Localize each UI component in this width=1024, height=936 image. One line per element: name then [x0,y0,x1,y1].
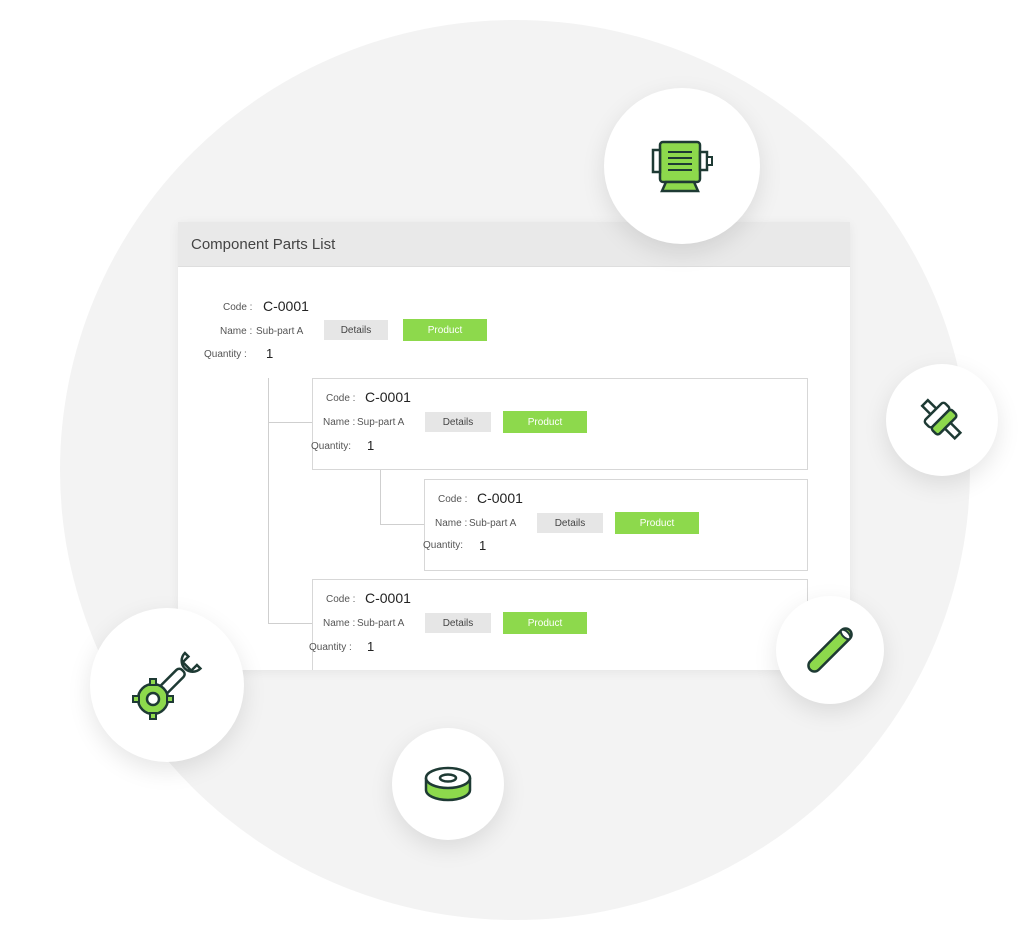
quantity-value: 1 [367,639,375,654]
name-value: Sup-part A [357,417,405,428]
details-button[interactable]: Details [425,613,491,633]
panel-header: Component Parts List [178,222,850,267]
code-value: C-0001 [477,490,523,506]
product-button[interactable]: Product [503,411,587,433]
quantity-value: 1 [479,538,487,553]
washer-icon [424,766,472,802]
quantity-label: Quantity : [309,642,352,653]
details-button[interactable]: Details [537,513,603,533]
code-label: Code : [326,594,356,605]
rod-icon [807,627,853,673]
code-value: C-0001 [365,389,411,405]
quantity-label: Quantity: [311,441,352,452]
gear-wrench-icon-circle [90,608,244,762]
name-value: Sub-part A [469,518,517,529]
details-button[interactable]: Details [324,320,388,340]
rod-icon-circle [776,596,884,704]
component-parts-panel: Component Parts List Code : C-0001 Name … [178,222,850,670]
quantity-label: Quantity : [204,349,247,360]
tree-connector [268,623,312,624]
quantity-label: Quantity: [423,540,464,551]
code-label: Code : [438,494,468,505]
name-label: Name : [323,618,356,629]
washer-icon-circle [392,728,504,840]
coupling-icon [920,398,963,441]
product-button[interactable]: Product [403,319,487,341]
product-button[interactable]: Product [503,612,587,634]
part-card: Code : C-0001 Name : Sup-part A Details … [311,378,808,470]
name-value: Sub-part A [256,326,304,337]
tree-connector [380,524,424,525]
name-label: Name : [323,417,356,428]
panel-title: Component Parts List [191,235,336,253]
name-label: Name : [220,326,253,337]
motor-icon-circle [604,88,760,244]
part-card: Code : C-0001 Name : Sub-part A Details … [423,479,808,571]
code-label: Code : [326,393,356,404]
gear-wrench-icon [132,651,203,720]
part-card: Code : C-0001 Name : Sub-part A Details … [309,579,808,670]
name-label: Name : [435,518,468,529]
quantity-value: 1 [367,438,375,453]
quantity-value: 1 [266,346,274,361]
tree-connector [268,378,269,624]
code-value: C-0001 [263,298,309,314]
code-value: C-0001 [365,590,411,606]
tree-connector [380,470,381,525]
code-label: Code : [223,302,253,313]
coupling-icon-circle [886,364,998,476]
details-button[interactable]: Details [425,412,491,432]
tree-connector [268,422,312,423]
name-value: Sub-part A [357,618,405,629]
product-button[interactable]: Product [615,512,699,534]
motor-icon [651,140,713,193]
